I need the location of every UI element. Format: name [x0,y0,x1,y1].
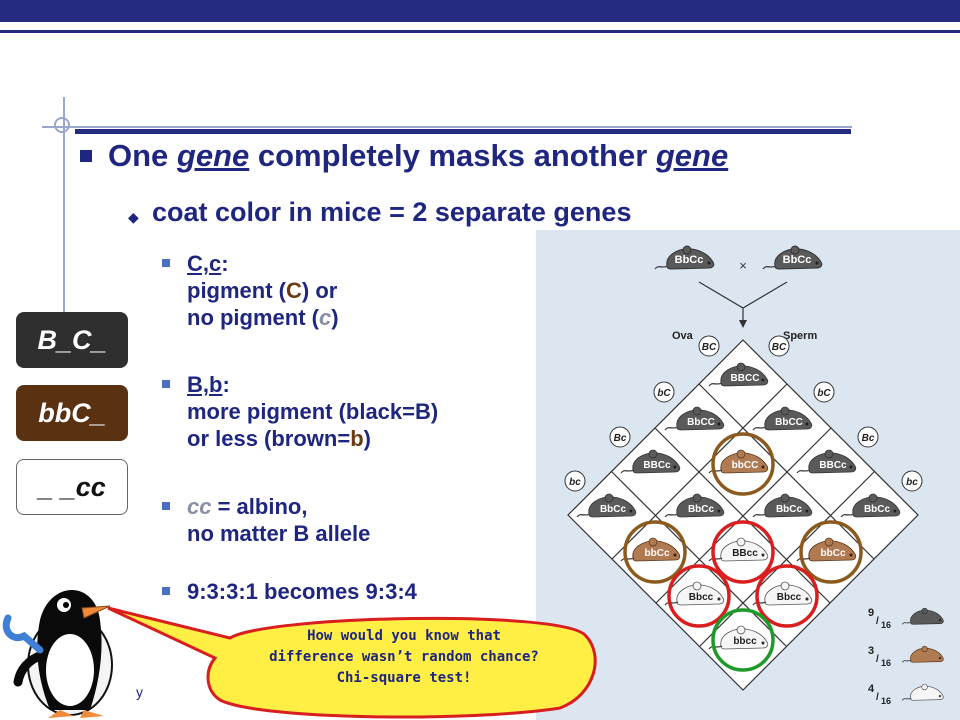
genotype-box-brown: bbC_ [16,385,128,441]
gamete-label: Bc [614,433,627,444]
small-square-bullet-icon [162,502,170,510]
gamete-label: bc [569,477,581,488]
ring-green [711,608,775,672]
gamete-circle [653,381,675,403]
parent-genotype-left: BbCc [675,254,704,266]
small-square-bullet-icon [162,380,170,388]
ring-brown [623,520,687,584]
cell-genotype: Bbcc [777,592,802,603]
cell-genotype: BbCc [688,504,715,515]
cell-genotype: BbCc [600,504,627,515]
ratio-denominator: 16 [881,658,891,668]
gamete-label: bC [817,388,831,399]
cell-genotype: bbCc [645,548,670,559]
gamete-circle [609,426,631,448]
top-rule [0,30,960,33]
gamete-label: BC [772,342,787,353]
gamete-circle [564,470,586,492]
cell-genotype: BBCC [731,373,760,384]
punnett-square-figure: BbCc × BbCc Ova Sperm BC bC Bc bc BC bC … [536,230,960,720]
parent-genotype-right: BbCc [783,254,812,266]
cell-genotype: BBCc [819,460,847,471]
gamete-circle [857,426,879,448]
gamete-circle [813,381,835,403]
main-point: One gene completely masks another gene [108,138,729,173]
ratio-numerator: 3 [868,645,874,657]
small-square-bullet-icon [162,259,170,267]
b-gene-point: B,b: more pigment (black=B) or less (bro… [187,372,439,451]
gamete-circle [698,335,720,357]
cell-genotype: Bbcc [689,592,714,603]
cross-symbol: × [739,258,747,273]
gamete-label: bC [657,388,671,399]
sperm-label: Sperm [783,330,817,342]
c-gene-point: C,c: pigment (C) or no pigment (c) [187,251,339,330]
ova-label: Ova [672,330,694,342]
gamete-label: bc [906,477,918,488]
cell-genotype: bbCC [732,460,759,471]
cross-arrow-icon [739,320,747,328]
cell-genotype: BBCc [643,460,671,471]
cell-genotype: BbCc [776,504,803,515]
crosshair-circle [54,117,70,133]
ratio-slash: / [876,692,879,703]
horizontal-guide-line [42,126,852,128]
penguin-mascot-icon [2,590,113,718]
cell-genotype: bbCc [821,548,846,559]
cell-genotype: BbCC [775,417,803,428]
cell-genotype: BbCc [864,504,891,515]
ratio-denominator: 16 [881,696,891,706]
top-bar [0,0,960,22]
cell-genotype: BbCC [687,417,715,428]
gamete-circle [768,335,790,357]
ring-brown [711,432,775,496]
square-bullet-icon [80,150,92,162]
penguin-callout-graphic [2,590,597,719]
diamond-bullet-icon: ◆ [128,209,139,225]
cc-point: cc = albino, no matter B allele [187,494,371,546]
title-underline-bar [75,129,851,134]
punnett-grid [567,339,919,691]
ratio-numerator: 4 [868,683,875,695]
speech-bubble [107,606,597,719]
genotype-box-black: B_C_ [16,312,128,368]
ratio-point: 9:3:3:1 becomes 9:3:4 [187,579,417,604]
cell-genotype: BBcc [732,548,758,559]
ratio-numerator: 9 [868,607,874,619]
genotype-box-albino: _ _cc [16,459,128,515]
ratio-slash: / [876,654,879,665]
gamete-label: BC [702,342,717,353]
ratio-slash: / [876,616,879,627]
ratio-denominator: 16 [881,620,891,630]
footer-fragment: y [136,684,143,700]
vertical-guide-line [63,97,65,317]
ring-brown [799,520,863,584]
gamete-label: Bc [862,433,875,444]
sub-point: coat color in mice = 2 separate genes [152,197,632,227]
cell-genotype: bbcc [733,636,757,647]
callout-text: How would you know that difference wasn’… [269,628,539,686]
ring-red [711,520,775,584]
ring-red [755,564,819,628]
gamete-circle [901,470,923,492]
small-square-bullet-icon [162,587,170,595]
ring-red [667,564,731,628]
